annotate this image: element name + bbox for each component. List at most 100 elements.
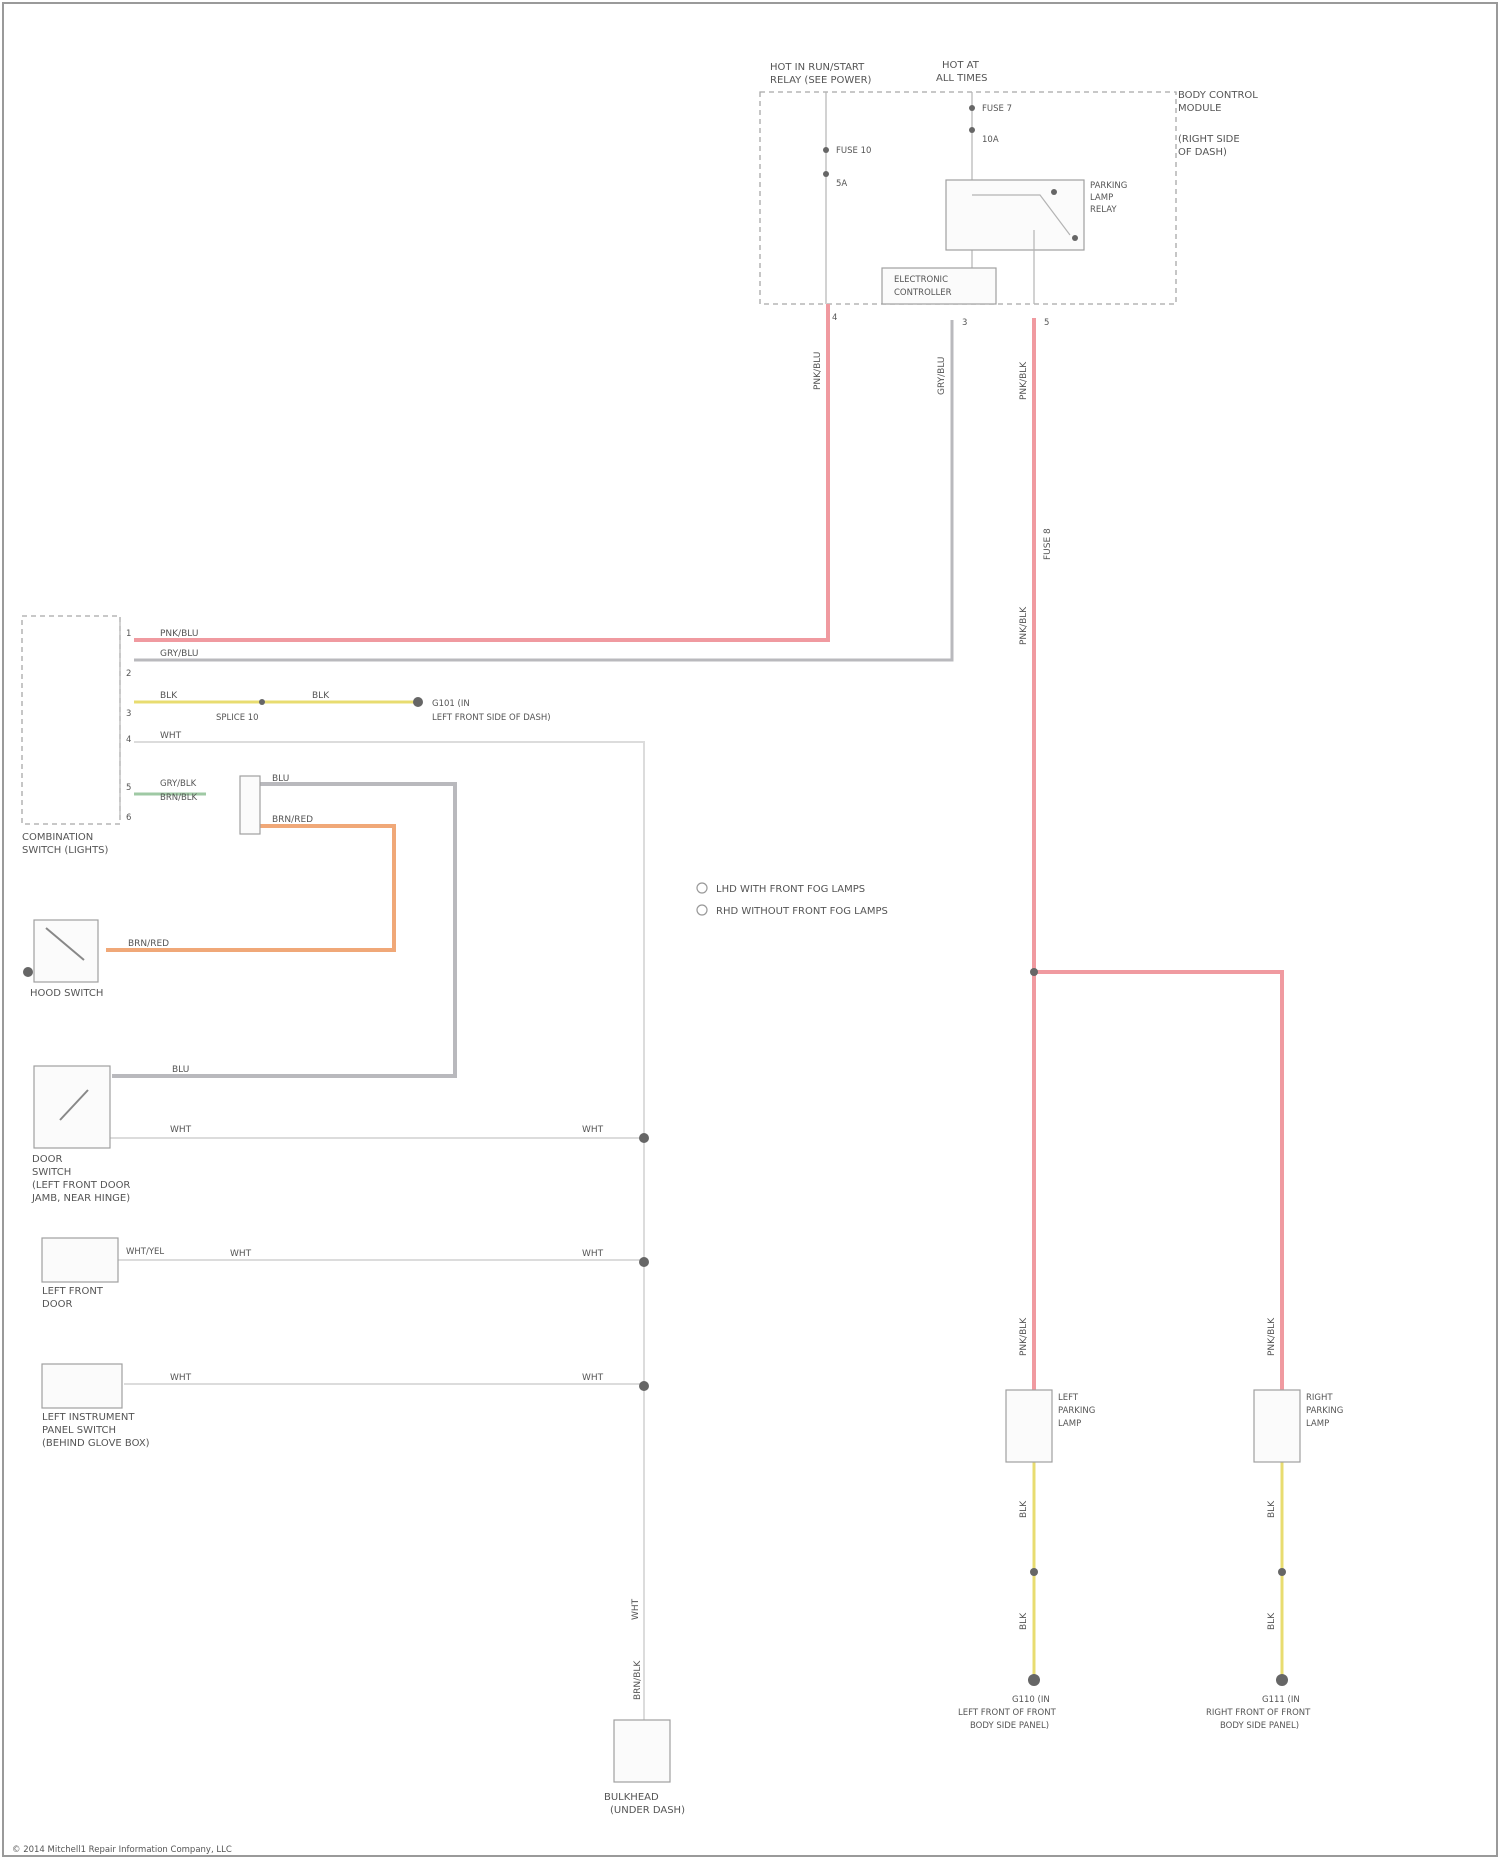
combination-switch-group: COMBINATION SWITCH (LIGHTS) 1 2 3 4 5 6 … bbox=[22, 616, 551, 856]
unit2-label-1: LEFT INSTRUMENT bbox=[42, 1412, 135, 1423]
lamp-right-ground-dot bbox=[1276, 1674, 1288, 1686]
hood-switch-box bbox=[34, 920, 98, 982]
unit1-wire-r: WHT bbox=[582, 1249, 604, 1259]
label-lamp-left-out2: BLK bbox=[1019, 1612, 1029, 1630]
unit2-wire: WHT bbox=[170, 1373, 192, 1383]
module-label-1: BODY CONTROL bbox=[1178, 90, 1258, 101]
bus-dot-3 bbox=[639, 1381, 649, 1391]
bus-dot-2 bbox=[639, 1257, 649, 1267]
unit1-label-2: DOOR bbox=[42, 1299, 72, 1310]
bottom-unit-label-1: BULKHEAD bbox=[604, 1792, 659, 1803]
footer-copyright: © 2014 Mitchell1 Repair Information Comp… bbox=[12, 1845, 232, 1855]
pin-b: 3 bbox=[962, 318, 967, 328]
fuse-right-dot-2 bbox=[969, 127, 975, 133]
fuse-left-amp: 5A bbox=[836, 179, 847, 189]
right-ground-label-1: G111 (IN bbox=[1262, 1695, 1300, 1705]
right-ground-label-2: RIGHT FRONT OF FRONT bbox=[1206, 1708, 1311, 1718]
unit1-wire-b: WHT bbox=[230, 1249, 252, 1259]
combo-pin-4: 4 bbox=[126, 735, 131, 745]
door-wire-bottom: WHT bbox=[170, 1125, 192, 1135]
lamp-right-splice bbox=[1278, 1568, 1286, 1576]
bulkhead-box bbox=[614, 1720, 670, 1782]
pin-a: 4 bbox=[832, 313, 837, 323]
unit1-label-1: LEFT FRONT bbox=[42, 1286, 104, 1297]
legend-marker-1 bbox=[697, 883, 707, 893]
combo-pin-2: 2 bbox=[126, 669, 131, 679]
combo-w4: WHT bbox=[160, 731, 182, 741]
door-switch-label-2: SWITCH bbox=[32, 1167, 71, 1178]
door-wire-bottom-r: WHT bbox=[582, 1125, 604, 1135]
relay-label-2: LAMP bbox=[1090, 193, 1113, 203]
hood-switch-ground-dot bbox=[23, 967, 33, 977]
combo-w5-right-b: BRN/RED bbox=[272, 815, 313, 825]
right-lamp-label-2: PARKING bbox=[1306, 1406, 1343, 1416]
combo-connector bbox=[240, 776, 260, 834]
combo-label-2: SWITCH (LIGHTS) bbox=[22, 845, 109, 856]
right-lamp-label-3: LAMP bbox=[1306, 1419, 1329, 1429]
left-instrument-panel-switch-group: LEFT INSTRUMENT PANEL SWITCH (BEHIND GLO… bbox=[42, 1364, 604, 1449]
legend-group: LHD WITH FRONT FOG LAMPS RHD WITHOUT FRO… bbox=[697, 883, 888, 917]
left-lamp-label-1: LEFT bbox=[1058, 1393, 1079, 1403]
hot-label-2: ALL TIMES bbox=[936, 73, 988, 84]
fuse-box-label-1: HOT IN RUN/START bbox=[770, 62, 865, 73]
left-parking-lamp-group: LEFT PARKING LAMP G110 (IN LEFT FRONT OF… bbox=[958, 1390, 1095, 1731]
combo-w3: BLK bbox=[160, 691, 178, 701]
left-front-door-box bbox=[42, 1238, 118, 1282]
relay-label-1: PARKING bbox=[1090, 181, 1127, 191]
label-lamp-right-out: BLK bbox=[1267, 1500, 1277, 1518]
right-lamp-label-1: RIGHT bbox=[1306, 1393, 1333, 1403]
bottom-wire-b: BRN/BLK bbox=[633, 1660, 643, 1700]
relay-contact-dot bbox=[1051, 189, 1057, 195]
combination-switch-box bbox=[22, 616, 120, 824]
wire-pnk-blu bbox=[134, 304, 828, 640]
bus-dot-1 bbox=[639, 1133, 649, 1143]
combo-w5-right-a: BLU bbox=[272, 774, 289, 784]
label-vert-gray: GRY/BLU bbox=[937, 356, 947, 395]
label-junction: FUSE 8 bbox=[1043, 528, 1053, 560]
hood-wire-label: BRN/RED bbox=[128, 939, 169, 949]
combo-w3b: BLK bbox=[312, 691, 330, 701]
fuse-left-dot-2 bbox=[823, 171, 829, 177]
fuse-right-amp: 10A bbox=[982, 135, 999, 145]
combo-pin-1: 1 bbox=[126, 629, 131, 639]
parking-lamp-relay bbox=[946, 180, 1084, 250]
combo-w5-b: BRN/BLK bbox=[160, 793, 198, 803]
left-front-door-group: LEFT FRONT DOOR WHT/YEL WHT WHT bbox=[42, 1238, 604, 1310]
fuse-right-dot bbox=[969, 105, 975, 111]
door-switch-label-4: JAMB, NEAR HINGE) bbox=[31, 1193, 130, 1204]
left-ground-label-1: G110 (IN bbox=[1012, 1695, 1050, 1705]
label-vert-red-2: PNK/BLK bbox=[1019, 361, 1029, 400]
unit2-label-2: PANEL SWITCH bbox=[42, 1425, 116, 1436]
door-switch-label-1: DOOR bbox=[32, 1154, 62, 1165]
module-label-2: MODULE bbox=[1178, 103, 1221, 114]
power-module-group: HOT IN RUN/START RELAY (SEE POWER) HOT A… bbox=[760, 60, 1258, 328]
label-lamp-left-out: BLK bbox=[1019, 1500, 1029, 1518]
unit2-wire-r: WHT bbox=[582, 1373, 604, 1383]
wire-pnk-blk-right bbox=[1034, 972, 1282, 1400]
wire-brn-red-loop bbox=[106, 826, 394, 950]
unit2-label-3: (BEHIND GLOVE BOX) bbox=[42, 1438, 150, 1449]
left-parking-lamp bbox=[1006, 1390, 1052, 1462]
combo-w2: GRY/BLU bbox=[160, 649, 199, 659]
controller-label-2: CONTROLLER bbox=[894, 288, 952, 298]
left-ground-label-3: BODY SIDE PANEL) bbox=[970, 1721, 1049, 1731]
electronic-controller bbox=[882, 268, 996, 304]
relay-contact-dot-2 bbox=[1072, 235, 1078, 241]
label-lamp-right-in: PNK/BLK bbox=[1267, 1317, 1277, 1356]
fuse-left-label: FUSE 10 bbox=[836, 146, 871, 156]
diagram-frame bbox=[3, 3, 1497, 1856]
left-lamp-label-2: PARKING bbox=[1058, 1406, 1095, 1416]
combo-label-1: COMBINATION bbox=[22, 832, 93, 843]
right-parking-lamp bbox=[1254, 1390, 1300, 1462]
right-parking-lamp-group: RIGHT PARKING LAMP G111 (IN RIGHT FRONT … bbox=[1206, 1390, 1343, 1731]
wires-group bbox=[106, 304, 1288, 1720]
lamp-left-splice bbox=[1030, 1568, 1038, 1576]
g101-dot bbox=[413, 697, 423, 707]
combo-pin-3: 3 bbox=[126, 709, 131, 719]
legend-line-1: LHD WITH FRONT FOG LAMPS bbox=[716, 884, 865, 895]
right-ground-label-3: BODY SIDE PANEL) bbox=[1220, 1721, 1299, 1731]
legend-line-2: RHD WITHOUT FRONT FOG LAMPS bbox=[716, 906, 888, 917]
combo-ground-2: LEFT FRONT SIDE OF DASH) bbox=[432, 713, 551, 723]
fuse-box-label-2: RELAY (SEE POWER) bbox=[770, 75, 872, 86]
